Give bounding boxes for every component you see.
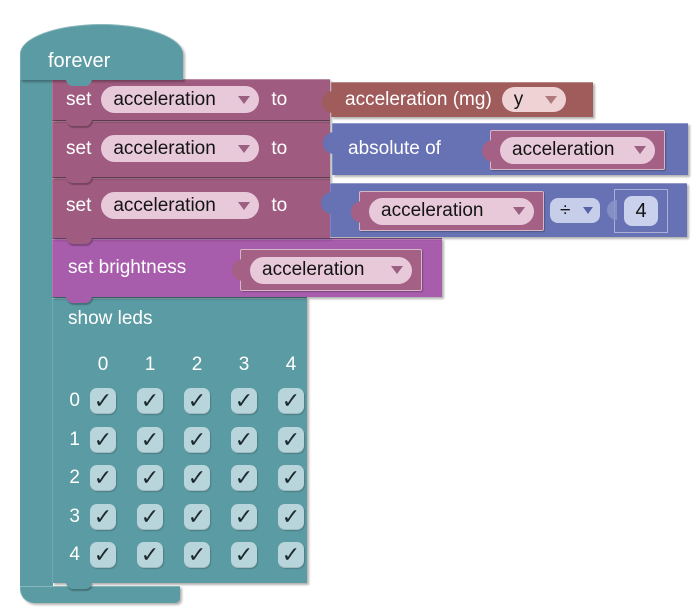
variable-dropdown[interactable]: acceleration — [101, 86, 260, 113]
led-checkbox[interactable]: ✓ — [184, 542, 210, 569]
led-row-header: 0 — [69, 390, 80, 412]
dropdown-arrow-icon — [544, 95, 557, 104]
forever-label: forever — [48, 50, 111, 72]
led-checkbox[interactable]: ✓ — [231, 388, 257, 415]
set-label: set — [66, 88, 92, 110]
set-brightness-label: set brightness — [68, 257, 187, 278]
variable-block[interactable]: acceleration — [232, 249, 422, 291]
forever-block-bottom[interactable] — [20, 586, 180, 603]
variable-block[interactable]: acceleration — [351, 191, 544, 231]
led-checkbox[interactable]: ✓ — [184, 465, 210, 492]
to-label: to — [271, 194, 288, 216]
led-col-header: 1 — [144, 354, 156, 375]
led-checkbox[interactable]: ✓ — [278, 388, 304, 415]
set-variable-block[interactable]: set acceleration to — [52, 79, 330, 126]
variable-dropdown[interactable]: acceleration — [101, 192, 260, 219]
operator-dropdown-value: ÷ — [560, 199, 571, 221]
led-checkbox[interactable]: ✓ — [278, 426, 304, 453]
dropdown-arrow-icon — [238, 201, 251, 210]
led-checkbox[interactable]: ✓ — [90, 388, 116, 415]
led-col-header: 2 — [191, 354, 203, 375]
forever-block[interactable]: forever — [20, 24, 183, 86]
to-label: to — [271, 137, 288, 159]
led-checkbox[interactable]: ✓ — [90, 542, 116, 569]
axis-dropdown-value: y — [513, 88, 524, 110]
number-input[interactable]: 4 — [624, 196, 658, 226]
absolute-of-label: absolute of — [348, 138, 441, 159]
dropdown-arrow-icon — [513, 207, 525, 215]
led-col-header: 4 — [285, 354, 297, 375]
led-checkbox[interactable]: ✓ — [137, 542, 163, 569]
set-label: set — [66, 194, 92, 216]
led-checkbox[interactable]: ✓ — [184, 426, 210, 453]
led-grid: 0 1 2 3 4 0 ✓ ✓ ✓ ✓ ✓ 1 ✓ ✓ ✓ ✓ ✓ 2 ✓ ✓ … — [64, 348, 325, 575]
set-variable-row-3: set acceleration to acceleration ÷ 4 — [52, 177, 692, 244]
set-brightness-block[interactable]: set brightness acceleration — [52, 238, 442, 303]
variable-block[interactable]: acceleration — [482, 130, 665, 170]
set-variable-block[interactable]: set acceleration to — [52, 120, 330, 183]
led-checkbox[interactable]: ✓ — [137, 426, 163, 453]
variable-dropdown[interactable]: acceleration — [369, 197, 534, 225]
led-checkbox[interactable]: ✓ — [231, 465, 257, 492]
led-row-header: 1 — [69, 428, 80, 450]
led-checkbox[interactable]: ✓ — [90, 465, 116, 492]
show-leds-block[interactable]: show leds 0 1 2 3 4 0 ✓ ✓ ✓ ✓ ✓ 1 ✓ ✓ ✓ … — [52, 297, 307, 589]
led-checkbox[interactable]: ✓ — [137, 465, 163, 492]
division-block[interactable]: acceleration ÷ 4 — [321, 183, 687, 237]
set-variable-row-2: set acceleration to absolute of accelera… — [52, 120, 692, 183]
led-checkbox[interactable]: ✓ — [278, 542, 304, 569]
variable-dropdown[interactable]: acceleration — [101, 135, 260, 162]
variable-dropdown-value: acceleration — [113, 137, 216, 159]
led-row-header: 2 — [69, 467, 80, 489]
variable-dropdown-value: acceleration — [113, 194, 216, 216]
led-checkbox[interactable]: ✓ — [137, 503, 163, 530]
show-leds-label: show leds — [68, 308, 153, 329]
to-label: to — [271, 88, 288, 110]
led-checkbox[interactable]: ✓ — [90, 426, 116, 453]
led-checkbox[interactable]: ✓ — [184, 503, 210, 530]
led-checkbox[interactable]: ✓ — [278, 503, 304, 530]
acceleration-label: acceleration (mg) — [345, 88, 492, 110]
led-checkbox[interactable]: ✓ — [184, 388, 210, 415]
axis-dropdown[interactable]: y — [501, 87, 566, 112]
led-checkbox[interactable]: ✓ — [231, 542, 257, 569]
absolute-of-block[interactable]: absolute of acceleration — [323, 123, 688, 175]
led-col-header: 3 — [238, 354, 250, 375]
variable-dropdown-value: acceleration — [262, 259, 365, 280]
led-checkbox[interactable]: ✓ — [231, 503, 257, 530]
forever-block-spine[interactable] — [20, 76, 53, 590]
dropdown-arrow-icon — [634, 146, 646, 154]
led-checkbox[interactable]: ✓ — [231, 426, 257, 453]
set-variable-block[interactable]: set acceleration to — [52, 177, 330, 244]
dropdown-arrow-icon — [391, 266, 403, 274]
led-checkbox[interactable]: ✓ — [278, 465, 304, 492]
led-row-header: 4 — [69, 544, 80, 566]
number-input-socket: 4 — [607, 189, 668, 233]
led-row-header: 3 — [69, 505, 80, 527]
variable-dropdown-value: acceleration — [113, 88, 216, 110]
acceleration-input-block[interactable]: acceleration (mg) y — [322, 82, 593, 117]
dropdown-arrow-icon — [238, 144, 251, 153]
variable-dropdown[interactable]: acceleration — [500, 136, 655, 164]
led-checkbox[interactable]: ✓ — [137, 388, 163, 415]
variable-dropdown[interactable]: acceleration — [250, 256, 412, 284]
set-variable-row-1: set acceleration to acceleration (mg) y — [52, 79, 597, 126]
led-checkbox[interactable]: ✓ — [90, 503, 116, 530]
dropdown-arrow-icon — [238, 95, 251, 104]
led-col-header: 0 — [97, 354, 109, 375]
dropdown-arrow-icon — [583, 207, 593, 214]
operator-dropdown[interactable]: ÷ — [550, 198, 600, 223]
variable-dropdown-value: acceleration — [381, 200, 484, 221]
variable-dropdown-value: acceleration — [512, 139, 615, 160]
set-label: set — [66, 137, 92, 159]
